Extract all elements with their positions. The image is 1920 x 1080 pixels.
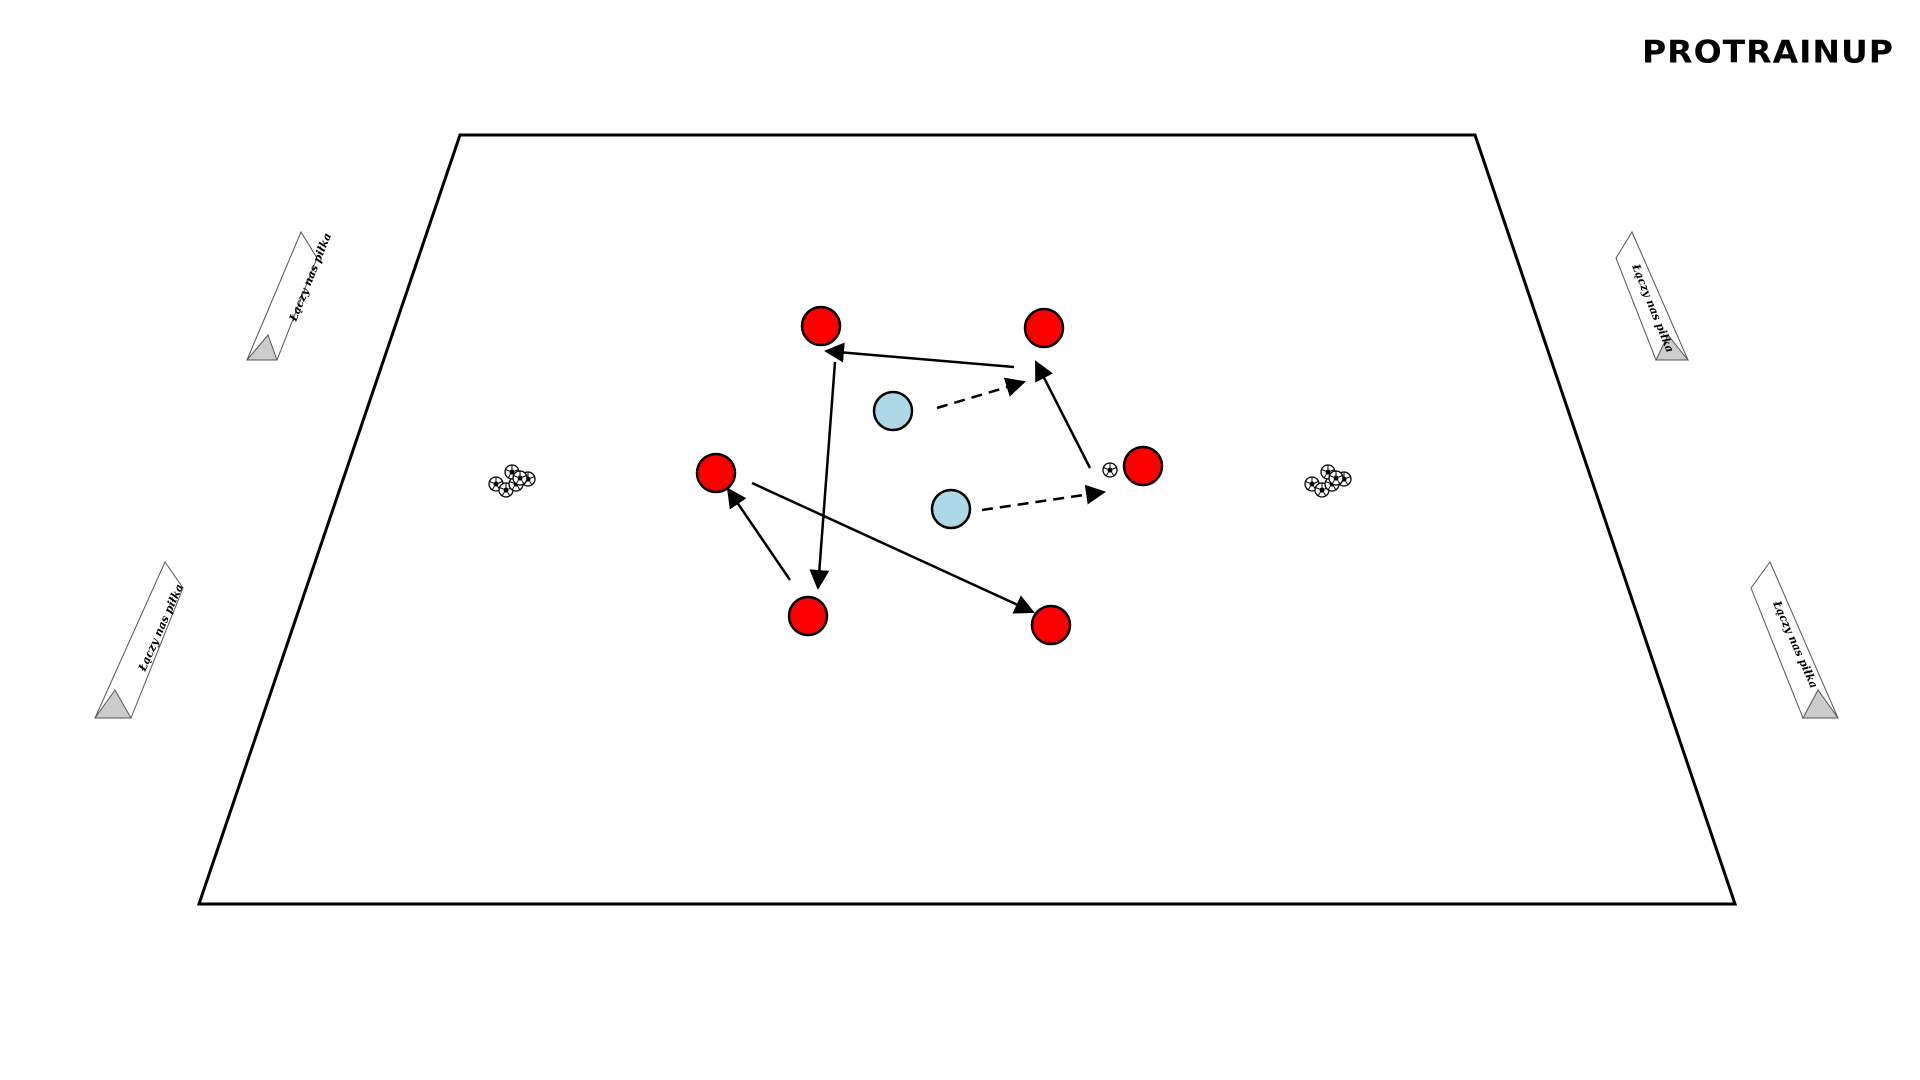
ball-icon xyxy=(1102,462,1118,478)
defender-player xyxy=(872,390,914,432)
pass-arrow xyxy=(809,361,837,590)
advertising-banner-top-left: Łączy nas piłka xyxy=(245,230,334,361)
attacker-player xyxy=(1023,307,1065,349)
defender-player xyxy=(930,488,972,530)
run-arrow xyxy=(936,377,1026,410)
advertising-banner-top-right: Łączy nas piłka xyxy=(1615,230,1690,361)
pass-arrow xyxy=(726,487,792,581)
attacker-player xyxy=(695,452,737,494)
pass-arrow xyxy=(751,481,1035,614)
attacker-player xyxy=(800,305,842,347)
attacker-player xyxy=(1122,445,1164,487)
pass-arrow xyxy=(1034,360,1092,469)
attacker-player xyxy=(787,595,829,637)
advertising-banner-bottom-left: Łączy nas piłka xyxy=(94,560,186,719)
advertising-banner-bottom-right: Łączy nas piłka xyxy=(1750,561,1839,719)
protrainup-logo: PROTRAINUP xyxy=(1642,32,1894,71)
run-arrow xyxy=(981,484,1106,512)
attacker-player xyxy=(1030,604,1072,646)
pass-arrow xyxy=(824,342,1015,369)
